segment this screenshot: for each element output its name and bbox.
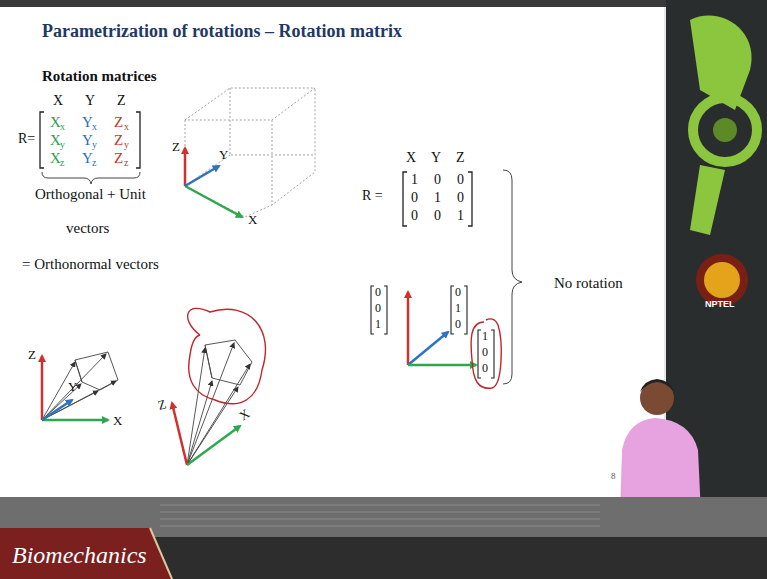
annotation-text: No rotation: [554, 275, 623, 292]
axis-label: Y: [68, 380, 77, 394]
matrix-entry: Y: [82, 132, 93, 149]
matrix-entry: 0: [434, 208, 441, 223]
matrix-subscript: z: [92, 157, 96, 168]
matrix-entry: 0: [411, 190, 418, 205]
axis-label: Z: [156, 397, 167, 413]
matrix-entry: X: [50, 150, 61, 167]
note-text: Orthogonal + Unit: [35, 186, 146, 203]
matrix-subscript: x: [60, 121, 65, 132]
vector-component: 0: [455, 286, 461, 299]
footer-title: Biomechanics: [12, 542, 147, 568]
matrix-entry: Z: [114, 150, 123, 167]
axis-label: X: [237, 407, 253, 424]
vector-component: 0: [455, 318, 461, 331]
matrix-name: R=: [18, 131, 35, 146]
matrix-subscript: z: [60, 157, 64, 168]
logo-text: NPTEL: [705, 300, 735, 310]
vector-component: 0: [482, 362, 488, 375]
matrix-entry: 1: [434, 190, 441, 205]
vector-component: 0: [375, 302, 381, 315]
column-header: X: [406, 150, 416, 165]
page-number: 8: [611, 472, 616, 482]
axis-label: X: [248, 213, 257, 227]
matrix-subscript: y: [92, 139, 97, 150]
matrix-entry: Z: [114, 114, 123, 131]
axis-label: Z: [28, 348, 36, 362]
vector-component: 1: [455, 302, 461, 315]
matrix-subscript: z: [124, 157, 128, 168]
column-header: Y: [431, 150, 441, 165]
vector-component: 1: [375, 318, 381, 331]
vector-component: 0: [482, 346, 488, 359]
matrix-subscript: y: [124, 139, 129, 150]
note-text: = Orthonormal vectors: [22, 256, 159, 273]
column-header: Z: [117, 93, 126, 108]
matrix-entry: Y: [82, 114, 93, 131]
matrix-entry: Y: [82, 150, 93, 167]
matrix-entry: 0: [434, 172, 441, 187]
matrix-entry: 0: [457, 172, 464, 187]
note-text: vectors: [66, 220, 109, 237]
axis-label: Y: [219, 148, 228, 162]
vector-component: 1: [482, 330, 488, 343]
axis-label: X: [113, 414, 122, 428]
matrix-subscript: x: [92, 121, 97, 132]
matrix-name: R =: [362, 188, 383, 203]
matrix-entry: 1: [457, 208, 464, 223]
slide-title: Parametrization of rotations – Rotation …: [42, 22, 402, 42]
matrix-entry: 1: [411, 172, 418, 187]
matrix-subscript: y: [60, 139, 65, 150]
column-header: Z: [456, 150, 465, 165]
matrix-entry: Z: [114, 132, 123, 149]
axis-label: Z: [172, 140, 180, 154]
matrix-entry: 0: [457, 190, 464, 205]
vector-component: 0: [375, 286, 381, 299]
column-header: Y: [85, 93, 95, 108]
matrix-entry: 0: [411, 208, 418, 223]
matrix-entry: X: [50, 132, 61, 149]
section-heading: Rotation matrices: [42, 68, 157, 85]
matrix-subscript: x: [124, 121, 129, 132]
column-header: X: [53, 93, 63, 108]
matrix-entry: X: [50, 114, 61, 131]
